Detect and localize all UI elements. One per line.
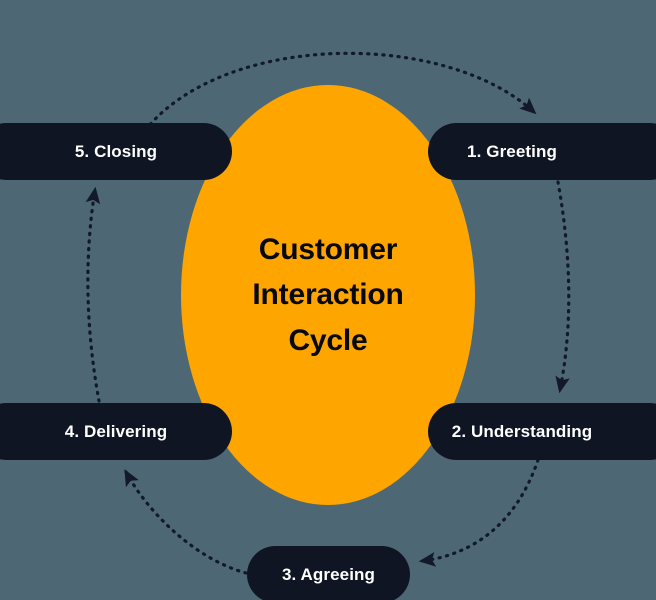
arrow-understanding-to-agreeing bbox=[418, 458, 540, 567]
step-node-understanding[interactable]: 2. Understanding bbox=[428, 403, 656, 460]
arrow-agreeing-to-delivering bbox=[124, 469, 248, 575]
arrow-greeting-to-understanding bbox=[555, 180, 571, 394]
step-label-closing: 5. Closing bbox=[74, 141, 158, 161]
step-node-closing[interactable]: 5. Closing bbox=[0, 123, 232, 180]
arrow-delivering-to-closing bbox=[85, 186, 101, 403]
center-title: Customer Interaction Cycle bbox=[252, 232, 404, 357]
step-node-delivering[interactable]: 4. Delivering bbox=[0, 403, 232, 460]
step-label-understanding: 2. Understanding bbox=[451, 421, 593, 441]
step-node-agreeing[interactable]: 3. Agreeing bbox=[247, 546, 410, 600]
step-node-greeting[interactable]: 1. Greeting bbox=[428, 123, 656, 180]
step-label-delivering: 4. Delivering bbox=[64, 421, 168, 441]
step-label-greeting: 1. Greeting bbox=[467, 141, 557, 161]
step-label-agreeing: 3. Agreeing bbox=[281, 564, 376, 584]
